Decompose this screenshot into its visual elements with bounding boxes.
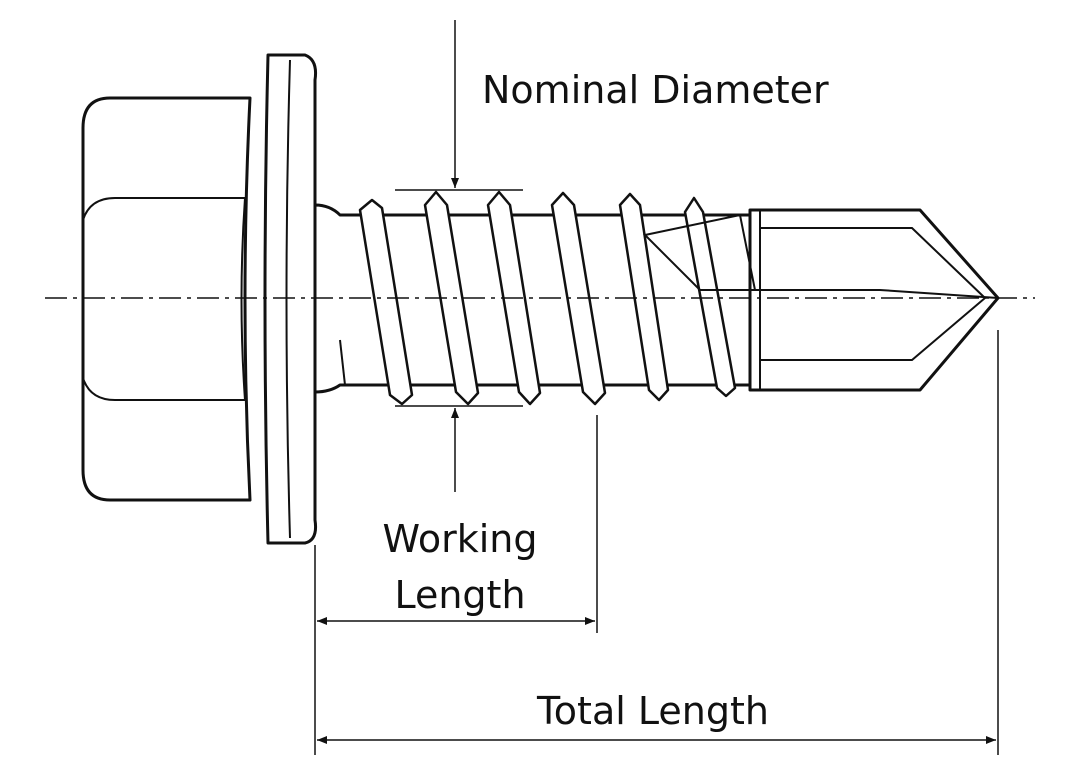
washer-flange bbox=[263, 53, 317, 545]
working-length-label-line1: Working bbox=[383, 517, 538, 561]
drill-tip bbox=[642, 208, 1000, 392]
working-length-dimension bbox=[314, 415, 598, 755]
working-length-label-line2: Length bbox=[394, 573, 525, 617]
total-length-label: Total Length bbox=[536, 689, 769, 733]
nominal-diameter-dimension bbox=[395, 20, 523, 492]
nominal-diameter-label: Nominal Diameter bbox=[482, 68, 829, 112]
total-length-dimension bbox=[317, 330, 999, 755]
hex-head bbox=[81, 96, 252, 502]
threads bbox=[339, 190, 737, 406]
